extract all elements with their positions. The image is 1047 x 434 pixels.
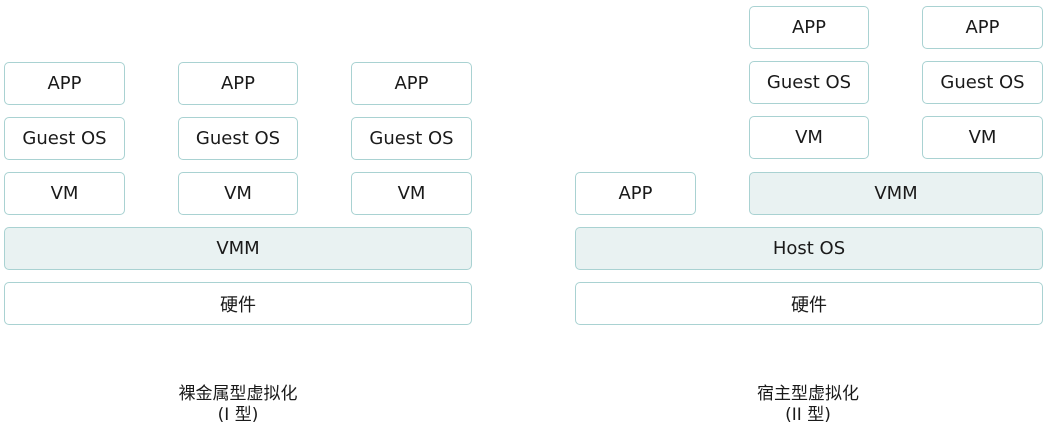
right-vmm-layer: VMM [749,172,1043,215]
left-col3-app-box: APP [351,62,472,105]
right-col2-guest-os-box: Guest OS [922,61,1043,104]
left-caption: 裸金属型虚拟化 (I 型) [88,384,388,426]
left-col3-vm-box: VM [351,172,472,215]
right-hardware-layer: 硬件 [575,282,1043,325]
left-col3-guest-os-box: Guest OS [351,117,472,160]
left-col1-guest-os-box: Guest OS [4,117,125,160]
left-caption-type: (I 型) [217,405,259,425]
left-caption-title: 裸金属型虚拟化 [178,384,298,404]
right-col2-vm-box: VM [922,116,1043,159]
right-caption-title: 宿主型虚拟化 [757,384,859,404]
right-col1-app-box: APP [749,6,869,49]
right-col2-app-box: APP [922,6,1043,49]
left-vmm-layer: VMM [4,227,472,270]
left-col2-vm-box: VM [178,172,298,215]
left-hardware-layer: 硬件 [4,282,472,325]
left-col2-guest-os-box: Guest OS [178,117,298,160]
right-col1-vm-box: VM [749,116,869,159]
right-col1-guest-os-box: Guest OS [749,61,869,104]
right-host-app-box: APP [575,172,696,215]
left-col1-vm-box: VM [4,172,125,215]
right-caption-type: (II 型) [785,405,831,425]
left-col1-app-box: APP [4,62,125,105]
right-caption: 宿主型虚拟化 (II 型) [658,384,958,426]
left-col2-app-box: APP [178,62,298,105]
right-host-os-layer: Host OS [575,227,1043,270]
